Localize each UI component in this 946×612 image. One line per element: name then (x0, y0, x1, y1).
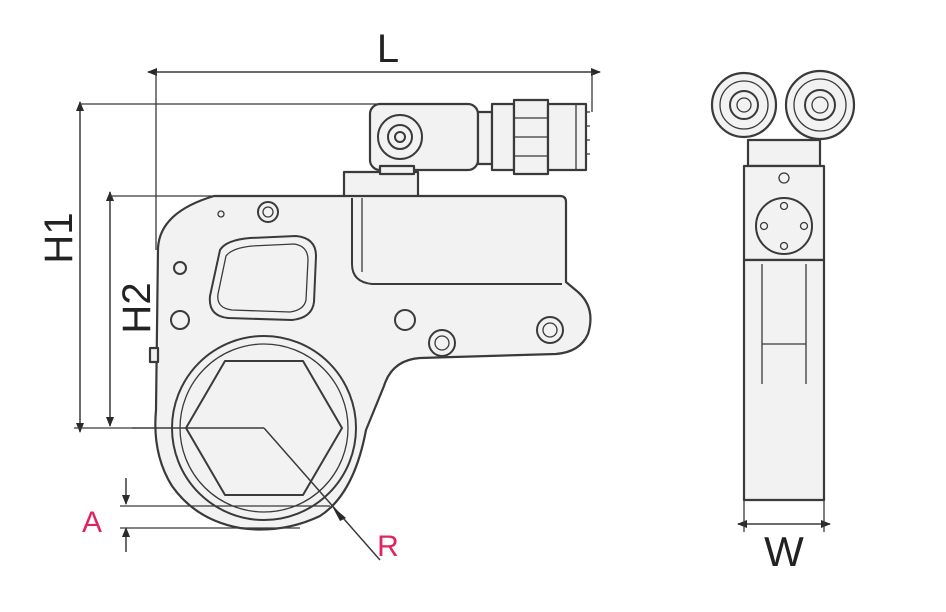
wrench-body (154, 194, 592, 531)
riser-block (342, 170, 420, 200)
swivel-block (368, 102, 494, 172)
cylinder-housing (351, 198, 562, 285)
bolt-holes (170, 201, 564, 357)
label-A: A (82, 506, 102, 539)
label-R: R (377, 530, 399, 563)
r-arrow (332, 506, 346, 521)
label-W: W (764, 528, 804, 575)
side-view (74, 68, 601, 561)
front-head (742, 164, 826, 262)
front-view (710, 69, 856, 532)
label-H1: H1 (37, 212, 81, 263)
r-leader-line (263, 427, 381, 561)
hydraulic-coupler (490, 98, 590, 176)
label-L: L (377, 27, 399, 71)
front-neck (746, 138, 822, 168)
riser-cap (378, 164, 416, 176)
label-H2: H2 (115, 282, 159, 333)
side-latch (148, 346, 160, 364)
swivel-rollers (710, 69, 856, 141)
front-shank (742, 258, 826, 502)
front-flange (755, 197, 813, 255)
oval-window (208, 235, 317, 321)
